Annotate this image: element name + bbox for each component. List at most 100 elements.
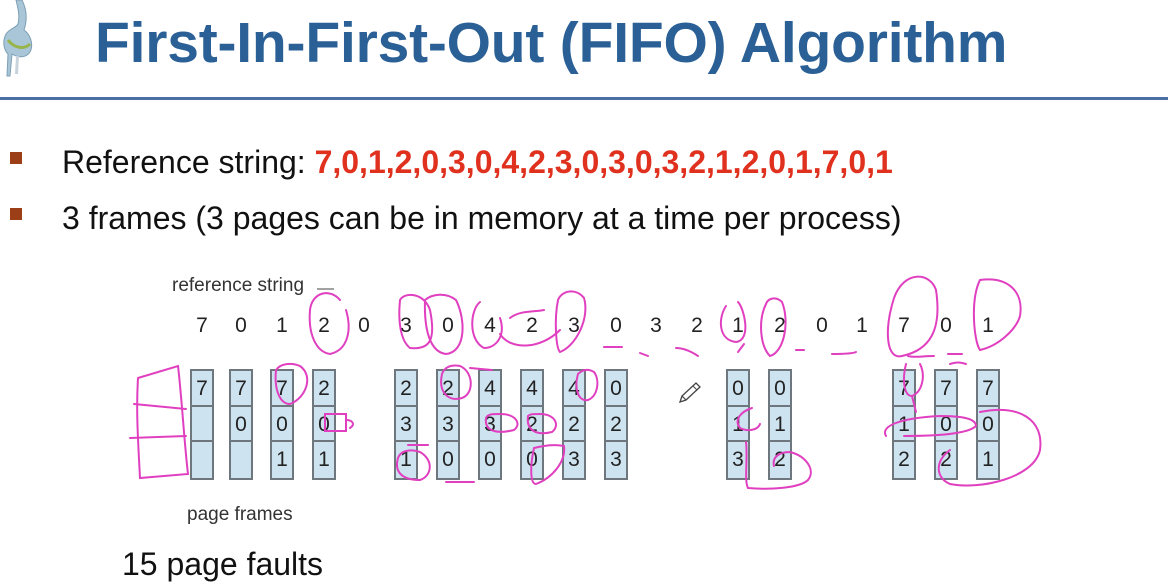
frame-cell: 7 [272,371,292,407]
frame-cell: 3 [732,448,744,472]
bullet-label: 3 frames (3 pages can be in memory at a … [62,200,902,236]
reference-digit: 0 [358,314,370,337]
reference-digit: 2 [691,314,703,337]
frame-cell: 0 [728,371,748,407]
frame-cell: 4 [564,371,584,407]
reference-digit: 3 [400,314,412,337]
reference-string-label: reference string [172,275,305,296]
reference-digit: 0 [442,314,454,337]
frame-cell: 3 [610,448,622,472]
reference-digit: 0 [610,314,622,337]
reference-digit: 0 [940,314,952,337]
frame-cell: 0 [526,448,538,472]
ink-underline [949,361,967,365]
reference-digit: 3 [568,314,580,337]
reference-digit: 1 [732,314,744,337]
reference-digit: 7 [898,314,910,337]
bullet-reference-string: Reference string: 7,0,1,2,0,3,0,4,2,3,0,… [62,144,893,181]
frame-cell: 0 [272,407,292,443]
ink-underline [675,347,699,357]
frame-cell: 2 [396,371,416,407]
frame-cell: 1 [770,407,790,443]
frame-cell: 1 [894,407,914,443]
bullet-frames: 3 frames (3 pages can be in memory at a … [62,200,901,237]
frame-cell: 7 [192,371,212,407]
frame-cell: 7 [231,371,251,407]
reference-digit: 4 [484,314,496,337]
frame-cell [231,442,251,478]
frame-cell [192,442,212,478]
frame-cell: 0 [442,448,454,472]
frame-cell: 4 [522,371,542,407]
frame-cell: 2 [898,448,910,472]
reference-digit: 2 [318,314,330,337]
frame-cell: 0 [606,371,626,407]
frame-cell: 3 [438,407,458,443]
page-frames-label: page frames [187,504,293,525]
frame-cell: 1 [728,407,748,443]
reference-digit: 3 [650,314,662,337]
frame-cell: 7 [936,371,956,407]
frame-cell: 4 [480,371,500,407]
frame-cell: 2 [564,407,584,443]
dinosaur-logo-icon [3,0,33,77]
frame-cell: 7 [894,371,914,407]
slide-title: First-In-First-Out (FIFO) Algorithm [95,11,1008,75]
frame-cell: 2 [940,448,952,472]
reference-digit: 7 [196,314,208,337]
frame-cell: 2 [438,371,458,407]
ink-circle [345,419,354,429]
frame-cell: 0 [484,448,496,472]
ink-table-line [133,403,187,410]
frame-cell: 7 [978,371,998,407]
ink-table-sketch [136,364,190,480]
ink-underline [737,343,745,353]
frame-cell: 1 [982,448,994,472]
frame-cell: 2 [606,407,626,443]
reference-string-values: 7,0,1,2,0,3,0,4,2,3,0,3,0,3,2,1,2,0,1,7,… [314,144,893,180]
bullet-marker [10,208,22,220]
frame-cell: 0 [770,371,790,407]
frame-cell: 1 [318,448,330,472]
frame-cell: 2 [774,448,786,472]
frame-cell: 3 [396,407,416,443]
ink-table-line [129,435,187,439]
reference-digit: 1 [856,314,868,337]
frame-cell: 2 [522,407,542,443]
pencil-icon [678,382,701,404]
reference-digit: 0 [235,314,247,337]
frame-cell [192,407,212,443]
bullet-marker [10,152,22,164]
frame-cell: 0 [978,407,998,443]
reference-digit: 1 [982,314,994,337]
frame-cell: 1 [400,448,412,472]
frame-column: 7 [190,369,214,480]
frame-cell: 3 [480,407,500,443]
frame-cell: 2 [314,371,334,407]
frame-cell: 0 [936,407,956,443]
title-divider [0,97,1168,100]
page-faults-count: 15 page faults [122,546,324,582]
reference-digit: 1 [276,314,288,337]
frame-cell: 0 [231,407,251,443]
reference-digit: 2 [774,314,786,337]
reference-digit: 0 [816,314,828,337]
frame-cell: 0 [314,407,334,443]
reference-digit: 2 [526,314,538,337]
frame-cell: 3 [568,448,580,472]
bullet-label: Reference string: [62,144,315,180]
frame-cell: 1 [276,448,288,472]
ink-underline [907,355,935,358]
